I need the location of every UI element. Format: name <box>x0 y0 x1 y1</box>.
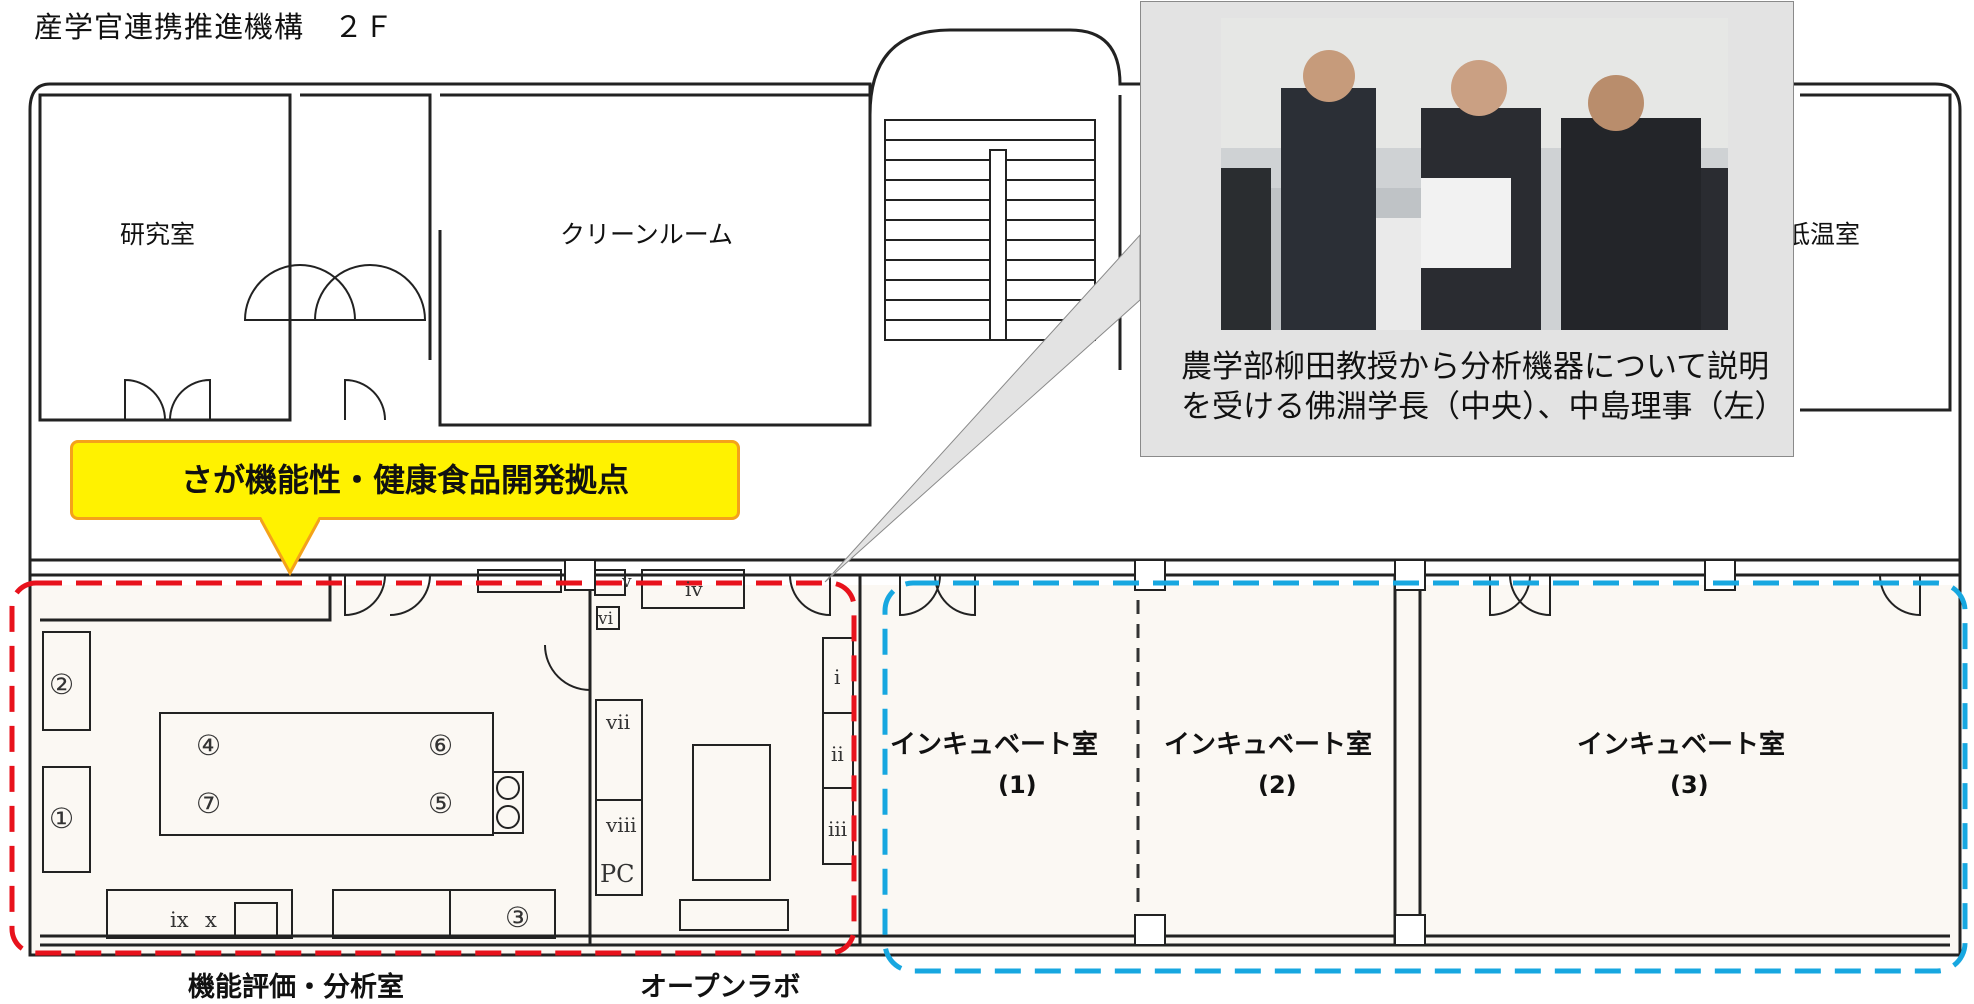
callout-pointer <box>824 233 1141 583</box>
equipment-7: ⑦ <box>196 787 221 820</box>
doors <box>124 264 1921 691</box>
highlight-red-region <box>9 580 857 956</box>
room-label-analysis: 機能評価・分析室 <box>188 972 404 1003</box>
room-label-cleanroom: クリーンルーム <box>560 220 733 249</box>
room-label-research: 研究室 <box>120 220 195 249</box>
equipment-1: ① <box>49 802 74 835</box>
equipment-viii: viii <box>605 813 637 837</box>
photo-caption: 農学部柳田教授から分析機器について説明を受ける佛淵学長（中央）、中島理事（左） <box>1181 349 1786 425</box>
page-title: 産学官連携推進機構 ２Ｆ <box>34 10 395 44</box>
room-label-open-lab: オープンラボ <box>640 972 801 1003</box>
room-label-low-temp: 低温室 <box>1785 220 1860 249</box>
photo-callout: 農学部柳田教授から分析機器について説明を受ける佛淵学長（中央）、中島理事（左） <box>1140 1 1794 457</box>
equipment-2: ② <box>49 668 74 701</box>
room-label-incubator-1-num: (1) <box>998 771 1037 799</box>
equipment-5: ⑤ <box>428 787 453 820</box>
equipment-pc: PC <box>600 860 635 888</box>
equipment-outlines <box>42 569 854 939</box>
equipment-x: x <box>205 908 217 932</box>
equipment-vi: vi <box>597 609 614 629</box>
room-fill-lower <box>30 585 1960 955</box>
room-label-incubator-2: インキュベート室 <box>1164 729 1372 760</box>
equipment-i: i <box>834 665 840 689</box>
photo <box>1221 18 1728 330</box>
equipment-v: v <box>621 572 632 592</box>
equipment-3: ③ <box>505 901 530 934</box>
photo-image <box>1221 18 1728 330</box>
banner-pointer <box>260 515 320 577</box>
equipment-iii: iii <box>828 817 847 841</box>
room-label-incubator-3: インキュベート室 <box>1577 729 1785 760</box>
equipment-ix: ix <box>170 908 189 932</box>
project-banner: さが機能性・健康食品開発拠点 <box>70 440 740 520</box>
room-label-incubator-3-num: (3) <box>1670 771 1709 799</box>
equipment-vii: vii <box>605 710 630 734</box>
equipment-6: ⑥ <box>428 729 453 762</box>
room-label-incubator-2-num: (2) <box>1258 771 1297 799</box>
room-label-incubator-1: インキュベート室 <box>890 729 1098 760</box>
equipment-iv: iv <box>685 577 703 601</box>
building-outline <box>28 28 1962 957</box>
equipment-4: ④ <box>196 729 221 762</box>
staircase <box>884 119 1096 341</box>
equipment-ii: ii <box>831 742 844 766</box>
